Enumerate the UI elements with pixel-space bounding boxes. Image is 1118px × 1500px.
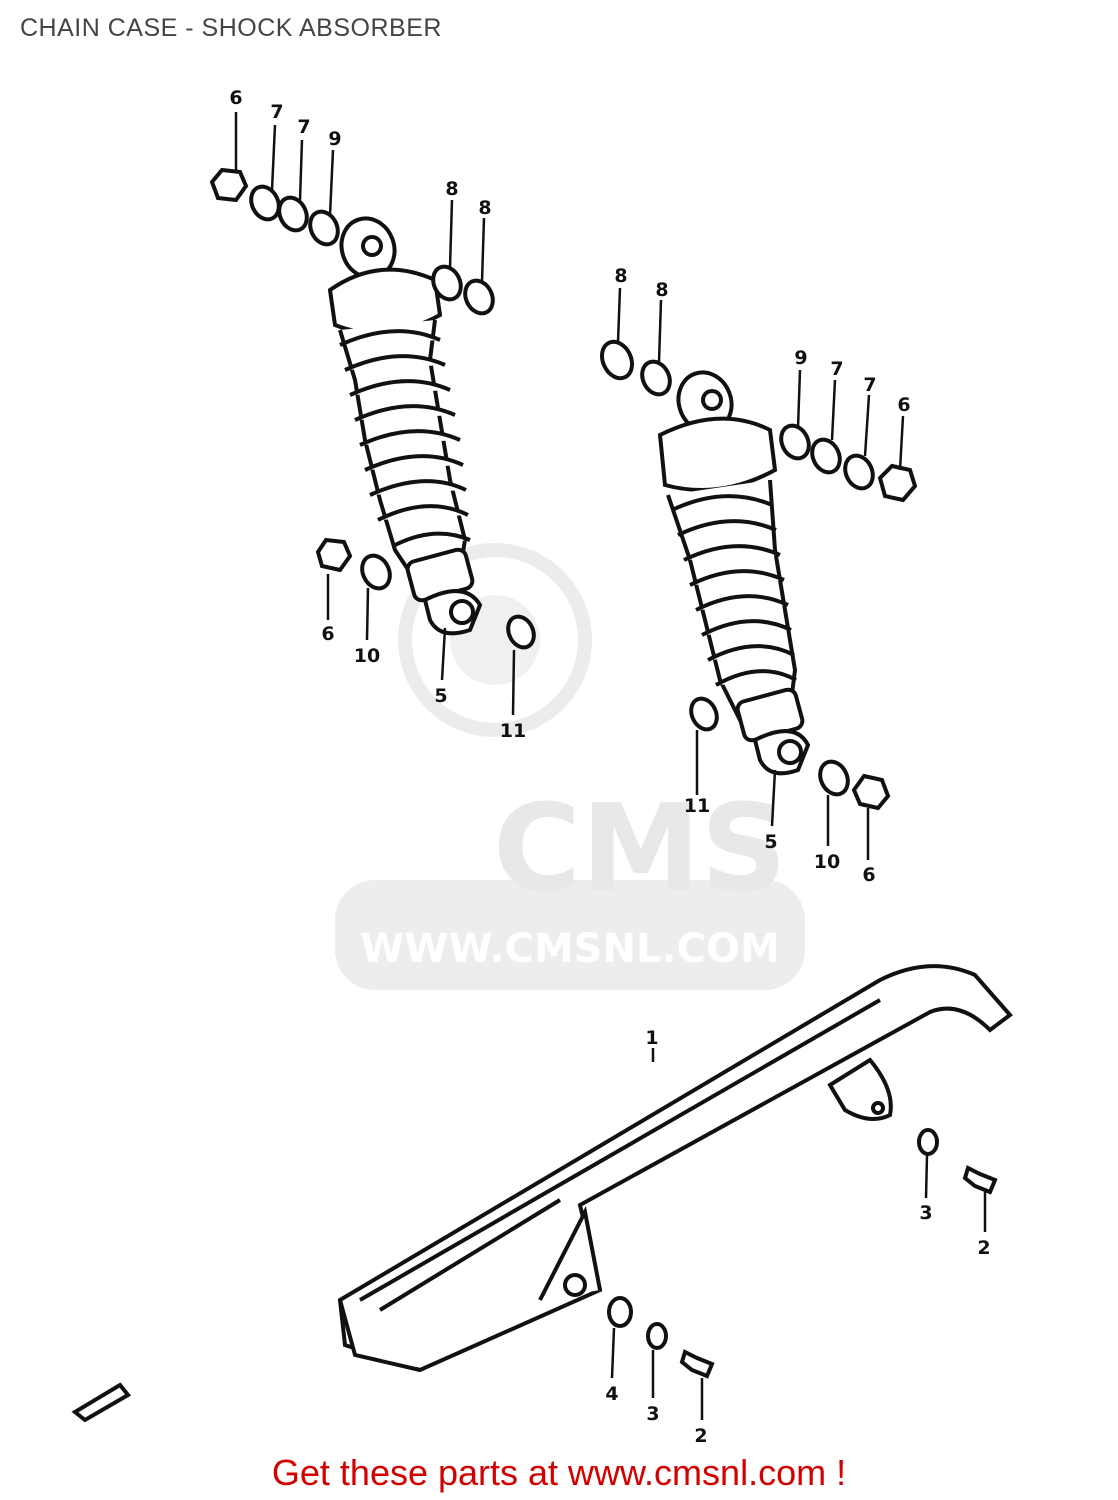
watermark-brand: CMS [493,780,787,919]
callout-9[interactable]: 9 [794,347,807,369]
washer-icon[interactable] [917,1128,939,1156]
callout-7[interactable]: 7 [297,116,310,138]
callout-11[interactable]: 11 [684,795,710,817]
washer-icon[interactable] [646,1322,668,1350]
callout-8[interactable]: 8 [478,197,491,219]
washer-icon[interactable] [840,451,878,493]
callout-7[interactable]: 7 [270,101,283,123]
washer-icon[interactable] [460,276,498,318]
nut-icon[interactable] [315,537,353,573]
callout-6[interactable]: 6 [229,87,242,109]
bolt-icon[interactable] [679,1349,715,1379]
washer-icon[interactable] [246,182,284,224]
callout-7[interactable]: 7 [830,358,843,380]
callout-3[interactable]: 3 [919,1202,932,1224]
callout-6[interactable]: 6 [862,864,875,886]
chain-case-fasteners [607,1128,998,1379]
hardware-top-left [209,167,498,318]
callout-6[interactable]: 6 [897,394,910,416]
washer-icon[interactable] [686,694,721,733]
washer-icon[interactable] [274,193,312,235]
washer-icon[interactable] [357,551,395,593]
washer-icon[interactable] [807,435,845,477]
callout-11[interactable]: 11 [500,720,526,742]
bolt-icon[interactable] [962,1165,998,1195]
hardware-lower [315,537,891,811]
callout-10[interactable]: 10 [814,851,840,873]
leader-lines [234,112,987,1420]
emblem-icon [71,1382,132,1423]
washer-icon[interactable] [637,357,675,399]
callout-7[interactable]: 7 [863,374,876,396]
callouts: 6 7 7 9 8 8 8 8 9 7 7 6 6 10 5 11 11 5 1… [229,87,990,1447]
washer-icon[interactable] [305,207,343,249]
callout-6[interactable]: 6 [321,623,334,645]
page-title: CHAIN CASE - SHOCK ABSORBER [20,14,442,42]
washer-icon[interactable] [596,337,637,383]
get-parts-link[interactable]: Get these parts at www.cmsnl.com ! [271,1452,847,1493]
hardware-top-right [596,337,918,503]
chain-case[interactable] [337,964,1013,1373]
nut-icon[interactable] [877,463,918,503]
washer-icon[interactable] [815,757,853,799]
callout-5[interactable]: 5 [434,685,447,707]
nut-icon[interactable] [851,773,891,811]
callout-8[interactable]: 8 [614,265,627,287]
callout-8[interactable]: 8 [655,279,668,301]
nut-icon[interactable] [209,167,249,203]
callout-1[interactable]: 1 [645,1027,658,1049]
callout-2[interactable]: 2 [694,1425,707,1447]
callout-4[interactable]: 4 [605,1383,618,1405]
washer-icon[interactable] [607,1296,633,1328]
washer-icon[interactable] [776,421,814,463]
washer-icon[interactable] [503,612,538,651]
washer-icon[interactable] [428,262,466,304]
callout-5[interactable]: 5 [764,831,777,853]
watermark-url: WWW.CMSNL.COM [360,926,780,972]
callout-9[interactable]: 9 [328,128,341,150]
shock-absorber-left[interactable] [327,211,483,636]
callout-8[interactable]: 8 [445,178,458,200]
callout-3[interactable]: 3 [646,1403,659,1425]
callout-2[interactable]: 2 [977,1237,990,1259]
shock-absorber-right[interactable] [657,365,811,776]
callout-10[interactable]: 10 [354,645,380,667]
